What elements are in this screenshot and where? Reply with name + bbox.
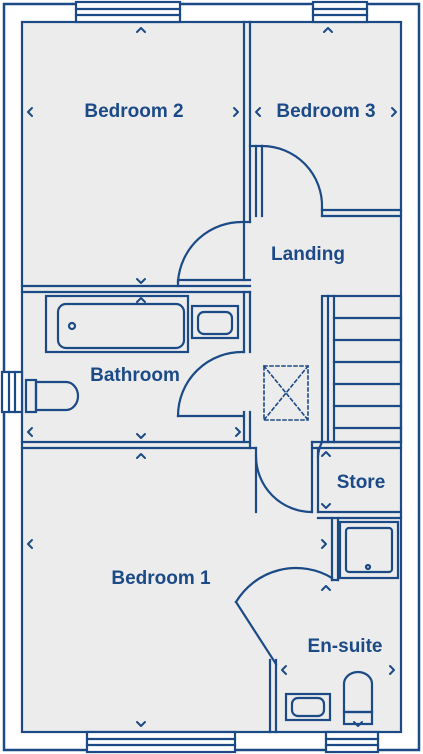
door-bedroom3[interactable] xyxy=(260,144,324,210)
dim-bed3-top xyxy=(323,27,333,33)
window-top-left xyxy=(74,0,182,24)
ensuite-basin xyxy=(284,692,332,722)
dim-bath-top xyxy=(136,297,146,303)
dim-bath-right xyxy=(235,427,241,437)
label-bathroom: Bathroom xyxy=(90,365,180,386)
dim-bed1-right xyxy=(321,539,327,549)
dim-bed2-bottom xyxy=(136,278,146,284)
wall-bed2-bathroom xyxy=(20,284,252,294)
dim-ensuite-left xyxy=(281,665,287,675)
door-store[interactable] xyxy=(316,440,324,458)
dim-bed3-right xyxy=(391,107,397,117)
dim-ensuite-top xyxy=(321,585,331,591)
window-top-right xyxy=(311,0,369,24)
wall-bathroom-bed1 xyxy=(20,440,252,450)
label-bedroom2: Bedroom 2 xyxy=(84,101,183,122)
bathroom-wc xyxy=(24,378,80,414)
window-left xyxy=(0,370,24,414)
dim-ensuite-bottom xyxy=(353,721,363,727)
label-store: Store xyxy=(337,472,386,493)
label-landing: Landing xyxy=(271,244,345,265)
dim-bed2-top xyxy=(136,27,146,33)
wall-bed3-landing xyxy=(248,144,403,218)
dim-bed2-right xyxy=(233,107,239,117)
label-bedroom3: Bedroom 3 xyxy=(276,101,375,122)
dim-ensuite-right xyxy=(389,665,395,675)
window-bottom-right xyxy=(324,730,380,754)
window-bottom-left xyxy=(85,730,237,754)
dim-bed1-bottom xyxy=(136,721,146,727)
ensuite-walls xyxy=(268,516,340,734)
dim-bed1-left xyxy=(27,539,33,549)
shower-tray xyxy=(338,520,400,580)
dim-bath-left xyxy=(27,427,33,437)
label-bedroom1: Bedroom 1 xyxy=(111,568,211,589)
bathroom-basin xyxy=(190,304,240,340)
dim-bed3-left xyxy=(255,107,261,117)
floor-area xyxy=(22,22,401,732)
dim-store-bottom xyxy=(321,503,331,509)
dim-store-top xyxy=(321,451,331,457)
label-ensuite: En-suite xyxy=(308,636,383,657)
ensuite-wc xyxy=(342,670,374,726)
bath xyxy=(44,294,190,354)
loft-hatch xyxy=(262,364,310,422)
door-bathroom[interactable] xyxy=(176,350,246,418)
dim-bath-bottom xyxy=(136,433,146,439)
door-bedroom2[interactable] xyxy=(176,220,246,284)
dim-bed2-left xyxy=(27,107,33,117)
door-ensuite[interactable] xyxy=(234,567,334,604)
dim-bed1-top xyxy=(136,453,146,459)
